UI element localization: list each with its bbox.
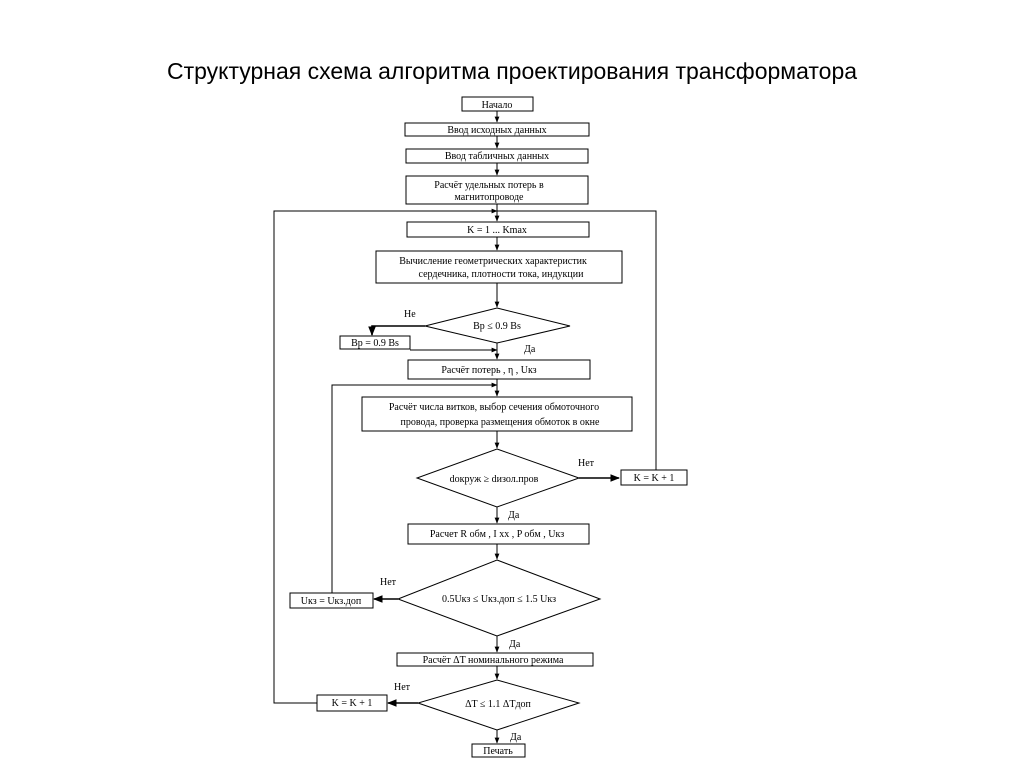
page-title: Структурная схема алгоритма проектирован… bbox=[166, 58, 858, 84]
print-label: Печать bbox=[483, 746, 513, 757]
geometry-label-1: Вычисление геометрических характеристик bbox=[399, 256, 587, 267]
edge-loop-inner bbox=[331, 382, 498, 606]
condition-u-node: 0.5Uкз ≤ Uкз.доп ≤ 1.5 Uкз bbox=[396, 559, 602, 637]
edge-loop-outer-left bbox=[273, 208, 498, 704]
set-u-label: Uкз = Uкз.доп bbox=[301, 596, 362, 607]
losses-node: Расчёт потерь , η , Uкз bbox=[407, 359, 591, 380]
condition-d-label: dокруж ≥ dизол.пров bbox=[450, 474, 539, 485]
edge-label-no-t: Нет bbox=[394, 682, 411, 693]
edge-label-no-d: Нет bbox=[578, 458, 595, 469]
edge-label-yes-b: Да bbox=[524, 344, 536, 355]
set-b-node: Bp = 0.9 Bs bbox=[339, 335, 411, 350]
core-loss-node: Расчёт удельных потерь в магнитопроводе bbox=[405, 175, 589, 205]
calc-t-node: Расчёт ΔT номинального режима bbox=[396, 652, 594, 667]
print-node: Печать bbox=[471, 743, 526, 758]
edge-label-yes-d: Да bbox=[508, 510, 520, 521]
edge-label-yes-t: Да bbox=[510, 732, 522, 743]
core-loss-label-2: магнитопроводе bbox=[455, 192, 525, 203]
condition-t-label: ΔT ≤ 1.1 ΔTдоп bbox=[465, 699, 531, 710]
table-data-label: Ввод табличных данных bbox=[445, 151, 549, 162]
edge-label-no-u: Нет bbox=[380, 577, 397, 588]
geometry-node: Вычисление геометрических характеристик … bbox=[375, 250, 623, 284]
start-node: Начало bbox=[461, 96, 534, 112]
edge-label-yes-u: Да bbox=[509, 639, 521, 650]
set-u-node: Uкз = Uкз.доп bbox=[289, 592, 374, 609]
k-loop-label: K = 1 ... Kmax bbox=[467, 225, 527, 236]
set-b-label: Bp = 0.9 Bs bbox=[351, 338, 399, 349]
losses-label: Расчёт потерь , η , Uкз bbox=[441, 365, 536, 376]
k-increment-2-label: K = K + 1 bbox=[332, 698, 373, 709]
edge-condb-no bbox=[368, 325, 425, 336]
input-data-node: Ввод исходных данных bbox=[404, 122, 590, 137]
turns-node: Расчёт числа витков, выбор сечения обмот… bbox=[361, 396, 633, 432]
turns-label-1: Расчёт числа витков, выбор сечения обмот… bbox=[389, 402, 599, 413]
core-loss-label-1: Расчёт удельных потерь в bbox=[434, 180, 544, 191]
geometry-label-2: сердечника, плотности тока, индукции bbox=[419, 269, 585, 280]
condition-d-node: dокруж ≥ dизол.пров bbox=[415, 448, 581, 508]
condition-u-label: 0.5Uкз ≤ Uкз.доп ≤ 1.5 Uкз bbox=[442, 594, 556, 605]
table-data-node: Ввод табличных данных bbox=[405, 148, 589, 164]
k-increment-1-node: K = K + 1 bbox=[620, 469, 688, 486]
start-label: Начало bbox=[482, 100, 513, 111]
k-increment-1-label: K = K + 1 bbox=[634, 473, 675, 484]
edge-loop-outer-right bbox=[497, 210, 657, 470]
calc-t-label: Расчёт ΔT номинального режима bbox=[423, 655, 564, 666]
condition-b-label: Bp ≤ 0.9 Bs bbox=[473, 321, 521, 332]
k-loop-node: K = 1 ... Kmax bbox=[406, 221, 590, 238]
condition-b-node: Bp ≤ 0.9 Bs bbox=[424, 307, 571, 344]
calc-r-label: Расчет R обм , I хх , P обм , Uкз bbox=[430, 529, 564, 540]
edge-label-no-b: Не bbox=[404, 309, 416, 320]
input-data-label: Ввод исходных данных bbox=[447, 125, 546, 136]
k-increment-2-node: K = K + 1 bbox=[316, 694, 388, 712]
calc-r-node: Расчет R обм , I хх , P обм , Uкз bbox=[407, 523, 590, 545]
condition-t-node: ΔT ≤ 1.1 ΔTдоп bbox=[416, 679, 581, 731]
turns-label-2: провода, проверка размещения обмоток в о… bbox=[401, 417, 601, 428]
